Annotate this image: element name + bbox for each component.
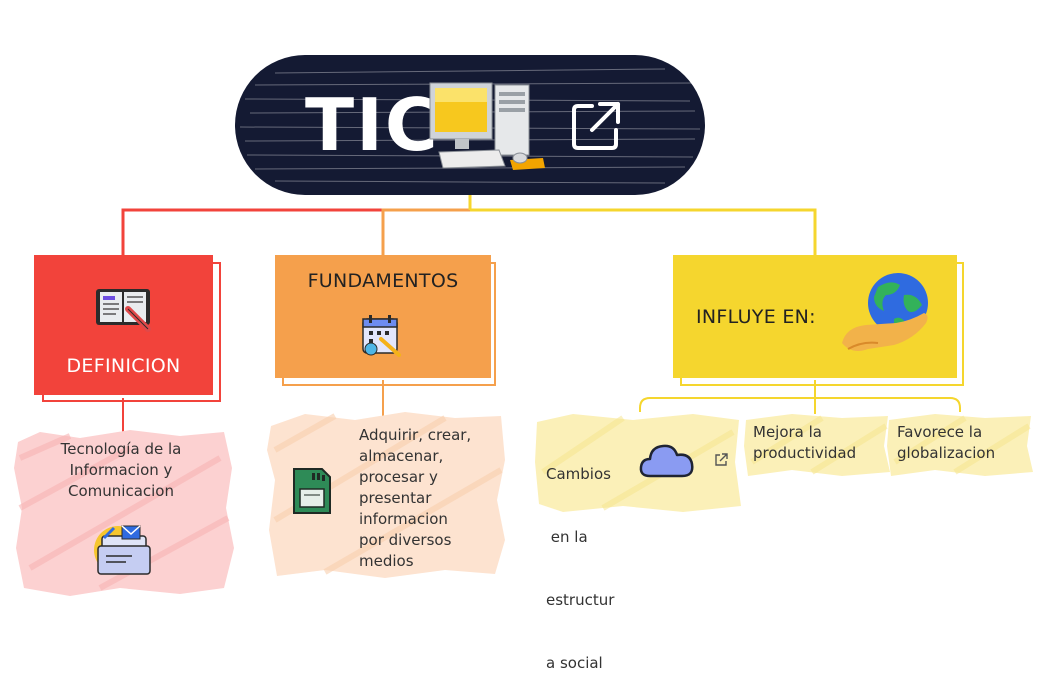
text-line: informacion <box>359 510 448 528</box>
calendar-checklist-icon <box>362 315 401 357</box>
text-line: Tecnología de la <box>60 440 182 458</box>
connector-lines <box>121 195 961 432</box>
root-title: TIC <box>305 83 440 167</box>
cambios-leaf-text[interactable]: Cambios en la estructur a social <box>546 422 626 695</box>
text-line: procesar y <box>359 468 438 486</box>
text-line: en la <box>546 528 588 546</box>
computer-icon <box>429 82 545 170</box>
text-line: productividad <box>753 444 857 462</box>
text-line: Mejora la <box>753 423 823 441</box>
mejora-note <box>744 414 890 476</box>
category-fundamentos[interactable]: FUNDAMENTOS <box>275 255 491 378</box>
influye-label: INFLUYE EN: <box>696 306 816 328</box>
favorece-note <box>887 414 1033 476</box>
text-line: globalizacion <box>897 444 996 462</box>
text-line: Comunicacion <box>68 482 174 500</box>
category-influye-en[interactable]: INFLUYE EN: <box>673 255 957 378</box>
definicion-label: DEFINICION <box>66 355 181 377</box>
external-link-icon[interactable] <box>570 100 622 152</box>
mail-folder-icon <box>94 525 151 575</box>
text-line: a social <box>546 654 603 672</box>
fundamentos-note <box>267 412 505 578</box>
text-line: estructur <box>546 591 615 609</box>
hand-globe-icon <box>842 273 928 351</box>
cloud-icon <box>639 444 694 478</box>
text-line: Informacion y <box>69 461 173 479</box>
definicion-note <box>14 430 234 596</box>
book-pencil-icon <box>96 289 151 332</box>
text-line: presentar <box>359 489 432 507</box>
text-line: medios <box>359 552 414 570</box>
category-definicion[interactable]: DEFINICION <box>34 255 213 395</box>
sd-card-icon <box>293 468 331 514</box>
mejora-leaf-text[interactable]: Mejora la productividad <box>753 422 893 464</box>
text-line: Cambios <box>546 465 611 483</box>
definicion-leaf-text[interactable]: Tecnología de la Informacion y Comunicac… <box>40 439 202 502</box>
text-line: Favorece la <box>897 423 983 441</box>
external-link-icon[interactable] <box>714 453 728 467</box>
text-line: almacenar, <box>359 447 444 465</box>
fundamentos-leaf-text[interactable]: Adquirir, crear, almacenar, procesar y p… <box>359 425 494 572</box>
fundamentos-label: FUNDAMENTOS <box>307 270 459 292</box>
text-line: por diversos <box>359 531 452 549</box>
text-line: Adquirir, crear, <box>359 426 472 444</box>
favorece-leaf-text[interactable]: Favorece la globalizacion <box>897 422 1032 464</box>
root-node-tic[interactable]: TIC <box>235 55 705 195</box>
